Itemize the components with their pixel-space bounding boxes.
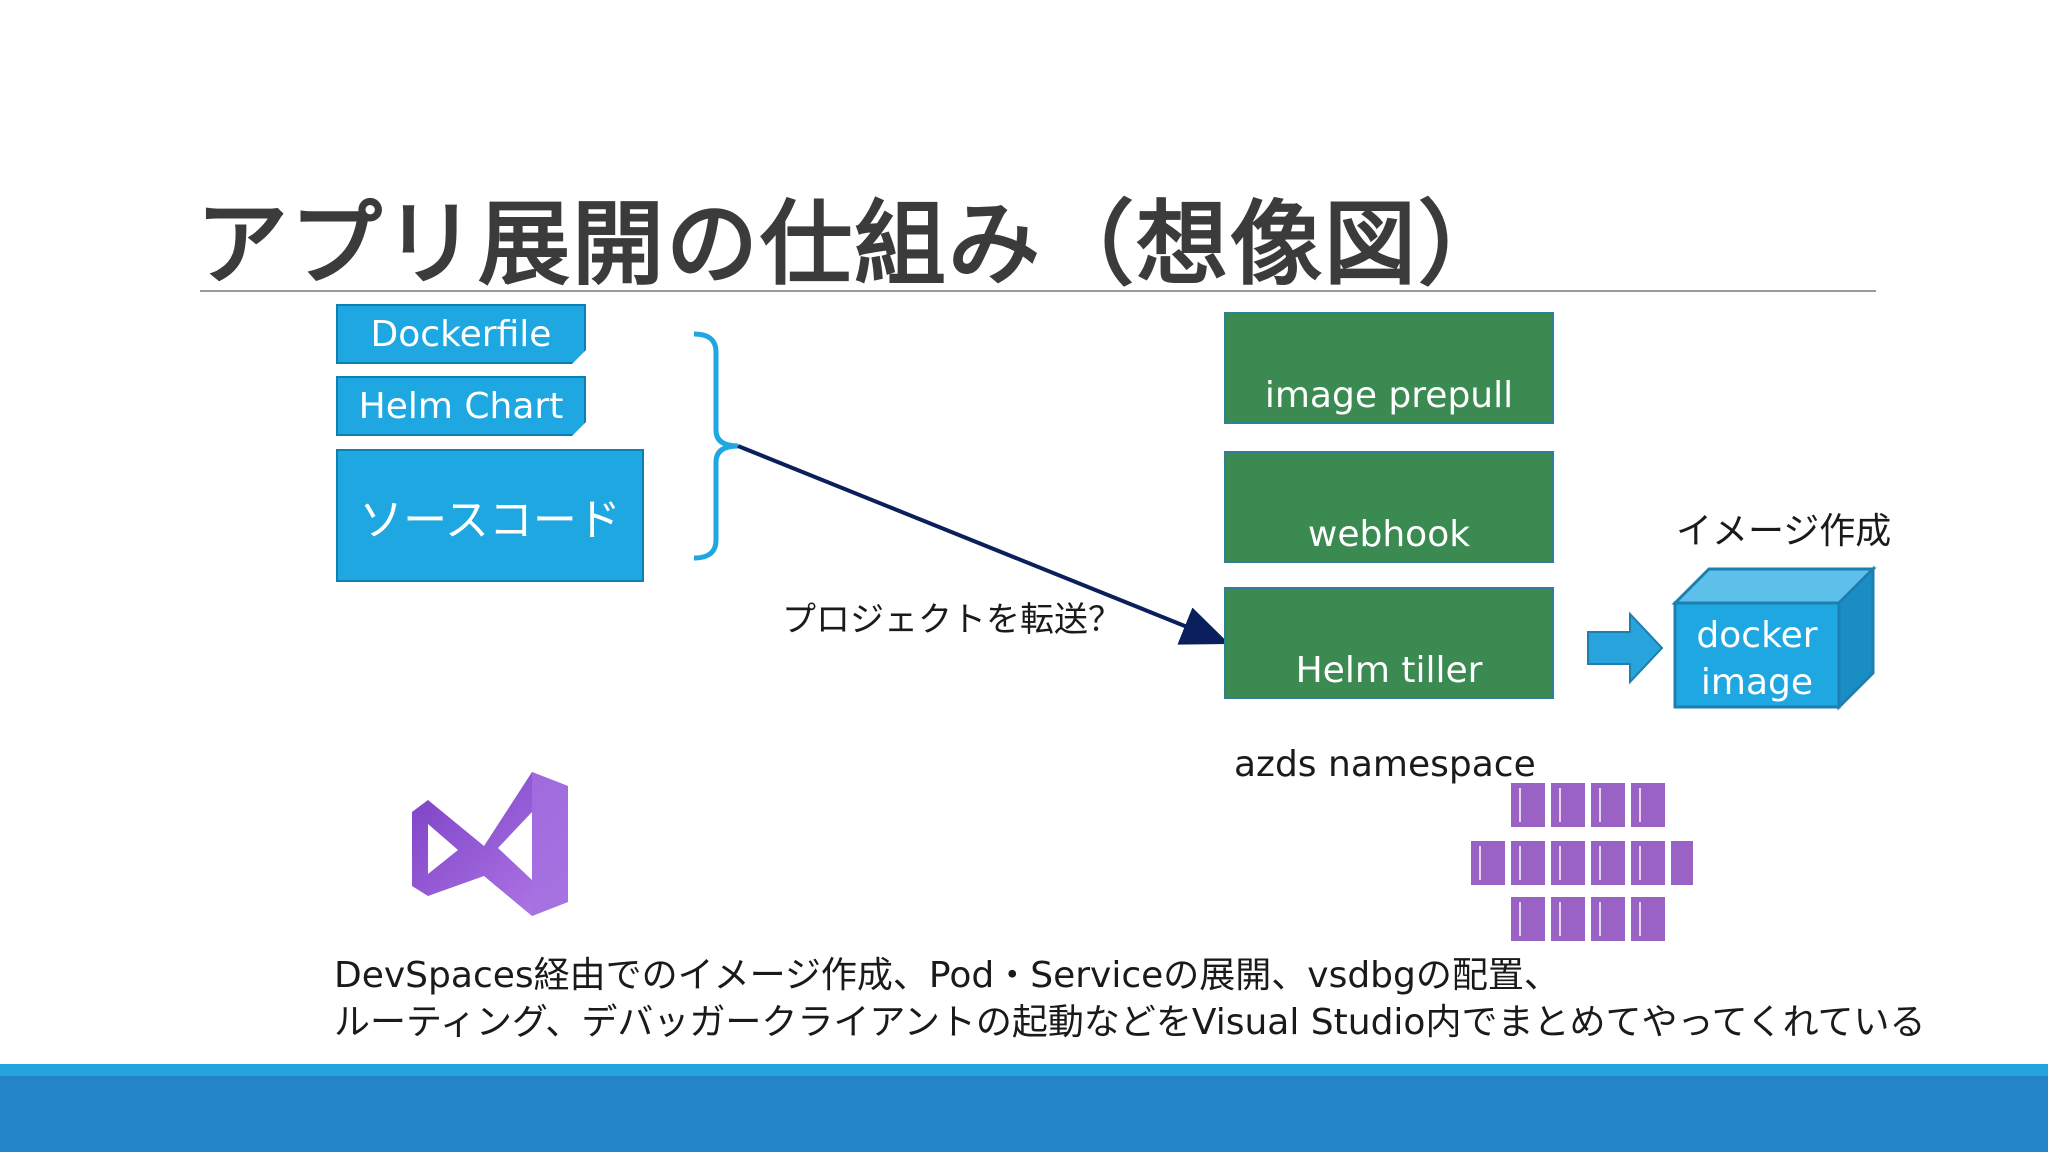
source-code-box: ソースコード xyxy=(336,449,644,582)
summary-line-2: ルーティング、デバッガークライアントの起動などをVisual Studio内でま… xyxy=(334,1002,1926,1043)
source-code-label: ソースコード xyxy=(359,494,621,546)
namespace-label: azds namespace xyxy=(1234,744,1536,785)
slide-title: アプリ展開の仕組み（想像図） xyxy=(196,191,1513,298)
image-prepull-box: image prepull xyxy=(1224,312,1554,424)
dockerfile-label: Dockerfile xyxy=(370,313,552,355)
transfer-label: プロジェクトを転送？ xyxy=(782,600,1122,640)
webhook-label: webhook xyxy=(1307,514,1471,555)
footer-accent-bar xyxy=(0,1064,2048,1076)
build-block-arrow xyxy=(1587,611,1664,685)
container-cluster-icon xyxy=(1470,781,1695,943)
dockerfile-box: Dockerfile xyxy=(336,304,586,364)
footer-bar xyxy=(0,1076,2048,1152)
helm-chart-label: Helm Chart xyxy=(358,385,564,427)
docker-image-line1: docker xyxy=(1696,615,1818,656)
visual-studio-logo-icon xyxy=(412,772,568,916)
summary-line-1: DevSpaces経由でのイメージ作成、Pod・Serviceの展開、vsdbg… xyxy=(334,955,1560,996)
helm-chart-box: Helm Chart xyxy=(336,376,586,436)
helm-tiller-box: Helm tiller xyxy=(1224,587,1554,699)
docker-image-label: docker image xyxy=(1674,612,1840,706)
transfer-arrow xyxy=(737,444,1230,645)
docker-image-line2: image xyxy=(1700,662,1814,703)
helm-tiller-label: Helm tiller xyxy=(1295,650,1483,691)
summary-text: DevSpaces経由でのイメージ作成、Pod・Serviceの展開、vsdbg… xyxy=(334,952,1926,1046)
title-divider xyxy=(200,290,1876,292)
image-create-label: イメージ作成 xyxy=(1676,511,1892,552)
image-prepull-label: image prepull xyxy=(1264,375,1514,416)
webhook-box: webhook xyxy=(1224,451,1554,563)
grouping-bracket xyxy=(693,331,739,561)
docker-image-cube xyxy=(1671,565,1877,711)
